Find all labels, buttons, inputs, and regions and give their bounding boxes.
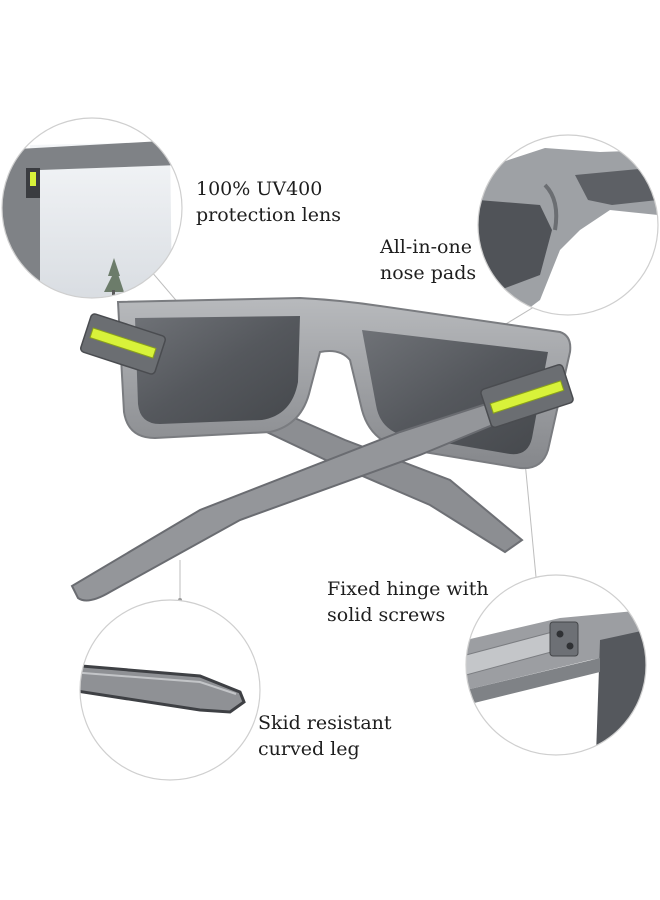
callout-hinge-line2: solid screws	[327, 604, 446, 626]
callout-nose-line2: nose pads	[380, 262, 477, 284]
callout-uv400-line1: 100% UV400	[196, 178, 323, 200]
temple-arm-right	[70, 378, 567, 602]
callout-leg-line2: curved leg	[258, 738, 360, 760]
accent-stripe-left	[89, 327, 157, 359]
callout-nose-pads: All-in-one nose pads	[380, 234, 476, 286]
detail-circle-hinge	[465, 574, 647, 756]
detail-circle-nose-pads	[477, 134, 659, 316]
callout-fixed-hinge: Fixed hinge with solid screws	[327, 576, 489, 628]
sunglasses-image	[70, 296, 574, 602]
callout-curved-leg: Skid resistant curved leg	[258, 710, 392, 762]
callout-leg-line1: Skid resistant	[258, 712, 392, 734]
detail-circle-leg	[79, 599, 261, 781]
callout-uv400-protection: 100% UV400 protection lens	[196, 176, 341, 228]
detail-circle-lens	[1, 117, 183, 299]
accent-stripe-right	[489, 380, 565, 414]
callout-nose-line1: All-in-one	[380, 236, 472, 258]
callout-hinge-line1: Fixed hinge with	[327, 578, 489, 600]
callout-uv400-line2: protection lens	[196, 204, 341, 226]
lens-left	[135, 316, 300, 424]
